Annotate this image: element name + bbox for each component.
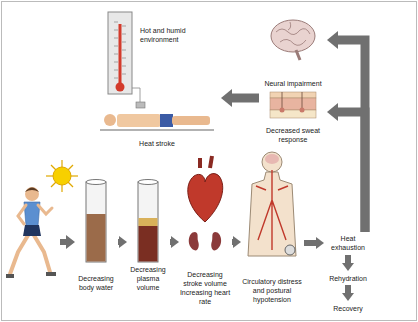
figure-label: Neural impairment <box>261 79 325 88</box>
cylinder-glass <box>86 182 106 262</box>
thermometer-wire <box>132 88 140 102</box>
brain-icon <box>271 20 315 60</box>
thermometer-icon <box>108 12 145 108</box>
pressure-gauge <box>285 245 295 255</box>
flow-arrow <box>60 235 75 249</box>
runner-shoe <box>6 274 14 278</box>
flow-arrow <box>118 239 119 245</box>
flow-arrow <box>345 285 351 293</box>
heart-illustration <box>188 156 223 250</box>
runner-arm <box>18 205 26 224</box>
runner-hair <box>25 188 39 193</box>
cylinder-fluid <box>139 226 158 262</box>
person-head <box>104 114 116 126</box>
figure-label: Decreasing stroke volume <box>179 270 231 288</box>
runner-figure <box>6 187 56 278</box>
person-torso <box>117 114 161 127</box>
figure-label: Increasing heart rate <box>179 288 231 306</box>
figure-label: Heat exhaustion <box>325 234 371 252</box>
heart-shape <box>188 174 223 222</box>
flow-arrow <box>338 40 365 232</box>
labelled-figure: Decreasing plasma volume <box>127 176 169 292</box>
flow-arrow <box>232 239 233 245</box>
flow-arrow <box>304 240 316 246</box>
kidney-shape <box>211 232 221 250</box>
labelled-figure: Neural impairment <box>261 12 325 88</box>
brain-stem <box>296 50 300 60</box>
sweat-duct <box>282 92 302 108</box>
labelled-figure: Decreasing body water <box>75 176 117 292</box>
flow-arrow <box>232 94 259 103</box>
cylinder-plasma-layer <box>139 218 158 226</box>
flow-arrow <box>338 112 365 232</box>
figure-label: Heat stroke <box>95 139 219 148</box>
torso-brain <box>265 154 279 164</box>
lying-person <box>100 114 214 130</box>
cylinder-rim <box>86 180 106 185</box>
sun-ray <box>51 165 73 187</box>
sun-icon <box>46 160 78 192</box>
skin-section <box>270 92 316 118</box>
cylinder-rim <box>138 180 158 185</box>
figure-label: Decreasing plasma volume <box>127 265 169 292</box>
bed-line <box>100 129 214 131</box>
thermometer-mercury <box>119 24 122 86</box>
labelled-figure: Heat stroke <box>95 94 219 148</box>
labelled-figure: Rehydration <box>317 272 379 284</box>
runner-arm <box>38 205 52 214</box>
flow-arrow <box>345 255 351 263</box>
skin-fat <box>270 110 316 118</box>
runner-leg <box>10 232 30 274</box>
brain-shape <box>271 20 315 52</box>
runner-head <box>25 187 39 201</box>
flow-arrow <box>170 239 171 245</box>
runner-shorts <box>23 225 41 236</box>
skin-epidermis <box>270 92 316 98</box>
labelled-figure: Decreasing stroke volumeIncreasing heart… <box>179 150 231 306</box>
labelled-figure: Heat exhaustion <box>325 232 371 254</box>
runner-shoe <box>46 272 56 276</box>
cylinder-glass <box>138 182 158 262</box>
figure-label: Decreasing body water <box>75 274 117 292</box>
sun-ray <box>51 165 73 187</box>
thermometer-bulb <box>116 83 125 92</box>
thermometer-frame <box>108 12 132 94</box>
figure-label: Circulatory distress and postural hypote… <box>241 277 303 304</box>
labelled-figure: Recovery <box>317 302 379 314</box>
torso-head <box>262 152 282 172</box>
runner-leg <box>32 232 50 272</box>
sweat-gland <box>300 108 305 113</box>
figure-label: Decreased sweat response <box>261 126 325 144</box>
sensor-box <box>136 102 145 108</box>
person-shorts <box>160 114 173 127</box>
cylinder-body-water <box>86 180 106 263</box>
sweat-gland <box>280 108 285 113</box>
brain-fold <box>276 22 310 45</box>
heart-vessel <box>200 156 212 168</box>
skin-dermis <box>270 98 316 110</box>
person-legs <box>172 116 210 125</box>
torso-illustration <box>248 152 296 256</box>
environment-label: Hot and humid environment <box>140 26 200 44</box>
blood-vessel <box>256 170 288 250</box>
figure-label: Recovery <box>317 304 379 313</box>
labelled-figure: Circulatory distress and postural hypote… <box>241 146 303 304</box>
cylinder-plasma <box>138 180 158 263</box>
cylinder-fluid <box>87 214 106 262</box>
kidney-shape <box>189 232 199 250</box>
sun-disc <box>53 167 71 185</box>
labelled-figure: Decreased sweat response <box>261 90 325 144</box>
figure-label: Rehydration <box>317 274 379 283</box>
